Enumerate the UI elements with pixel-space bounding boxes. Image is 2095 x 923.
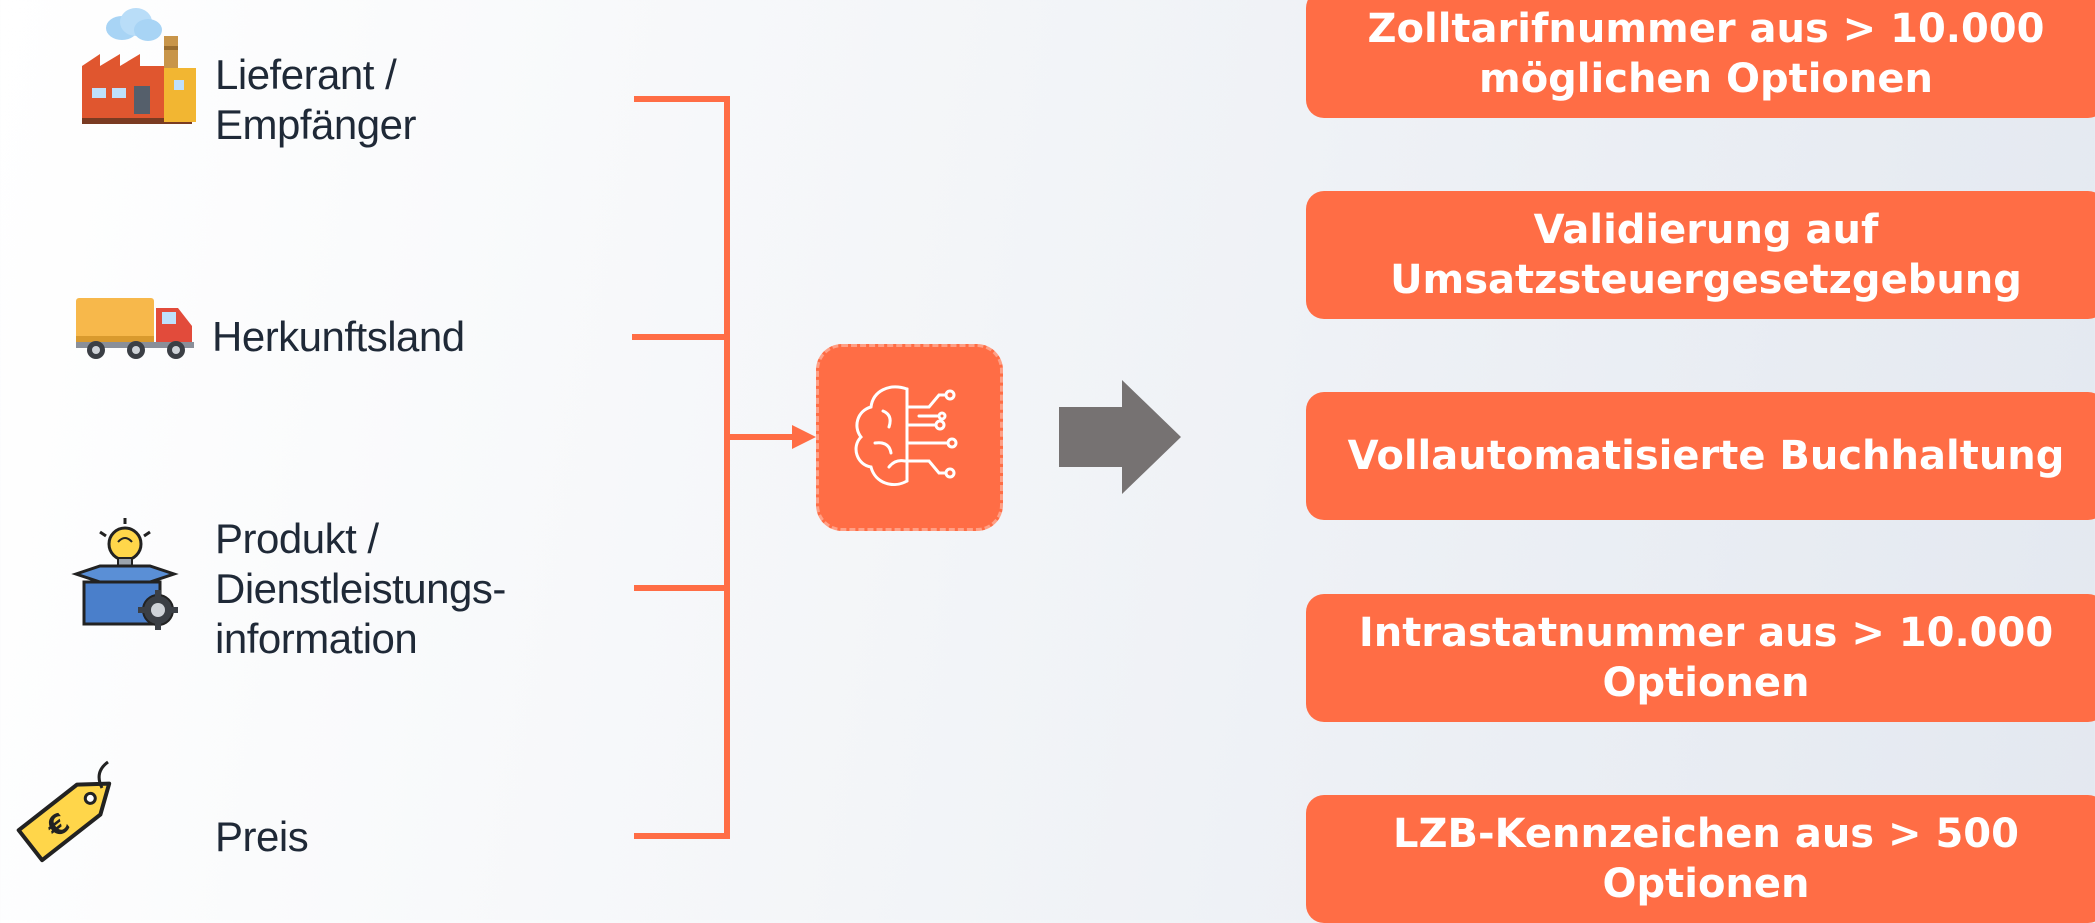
output-label-lzb: LZB-Kennzeichen aus > 500 Optionen [1393, 811, 2019, 907]
input-label-product: Produkt / Dienstleistungs- information [215, 514, 506, 664]
output-label-accounting: Vollautomatisierte Buchhaltung [1347, 433, 2065, 479]
input-label-price: Preis [215, 813, 309, 860]
right-arrow-icon [1059, 380, 1181, 494]
input-label-product-line1: Produkt / [215, 515, 379, 562]
connector-arrowhead [792, 425, 816, 449]
factory-icon [78, 6, 198, 124]
output-label-intrastat: Intrastatnummer aus > 10.000 Optionen [1358, 610, 2054, 706]
output-label-customs-tariff: Zolltarifnummer aus > 10.000 möglichen O… [1367, 6, 2045, 102]
ai-processor-box [816, 344, 1003, 531]
input-label-product-line3: information [215, 615, 418, 662]
input-label-supplier: Lieferant / Empfänger [215, 50, 416, 150]
output-label-vat-validation: Validierung auf Umsatzsteuergesetzgebung [1390, 207, 2022, 303]
input-label-product-line2: Dienstleistungs- [215, 565, 506, 612]
truck-icon [76, 296, 194, 360]
output-box-vat-validation: Validierung auf Umsatzsteuergesetzgebung [1306, 191, 2095, 319]
price-tag-icon: € [8, 756, 130, 874]
output-box-customs-tariff: Zolltarifnummer aus > 10.000 möglichen O… [1306, 0, 2095, 118]
input-label-supplier-line2: Empfänger [215, 101, 416, 148]
input-label-origin-country: Herkunftsland [212, 313, 465, 360]
input-label-supplier-line1: Lieferant / [215, 51, 397, 98]
output-box-lzb: LZB-Kennzeichen aus > 500 Optionen [1306, 795, 2095, 923]
output-box-intrastat: Intrastatnummer aus > 10.000 Optionen [1306, 594, 2095, 722]
output-box-accounting: Vollautomatisierte Buchhaltung [1306, 392, 2095, 520]
product-box-icon [70, 514, 182, 630]
ai-brain-icon [854, 385, 958, 486]
